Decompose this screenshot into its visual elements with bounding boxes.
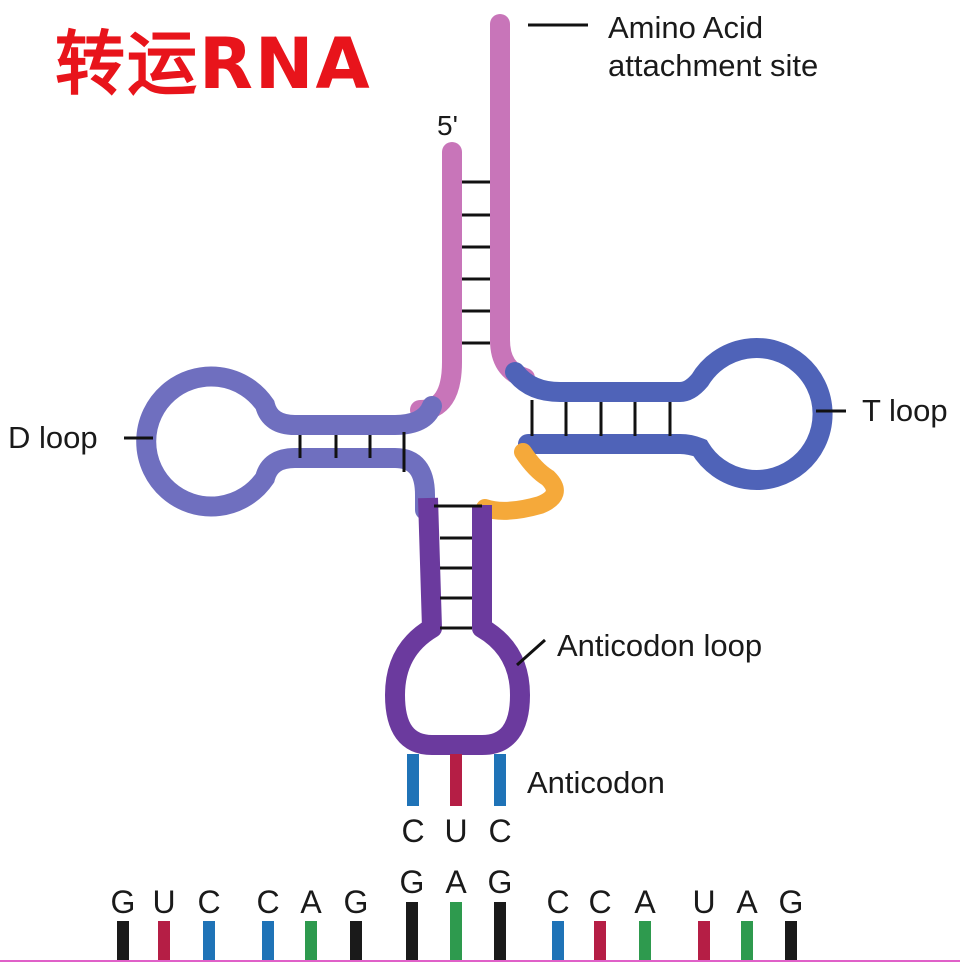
d-arm-strand: [136, 366, 442, 520]
anticodon-base-letter: U: [444, 813, 467, 849]
mrna-base-bar: [552, 921, 564, 962]
codon-base-bar: [494, 902, 506, 962]
mrna-base-bar: [639, 921, 651, 962]
d-arm-base-pairs: [298, 432, 406, 472]
mrna-base-letter: C: [588, 884, 611, 920]
anticodon-base-letter: C: [488, 813, 511, 849]
mrna-base-letter: C: [256, 884, 279, 920]
anticodon-left-strand: [385, 497, 442, 755]
anticodon-arm-base-pairs: [434, 504, 482, 630]
mrna-base-letter: G: [344, 884, 369, 920]
mrna-base-letter: A: [634, 884, 656, 920]
anticodon-loop-leader: [516, 638, 546, 667]
five-prime-label: 5': [437, 110, 458, 141]
leader-lines: [124, 23, 846, 667]
mrna-base-letter: C: [546, 884, 569, 920]
acceptor-3prime-strand: [490, 14, 535, 388]
codon-base-letter: A: [445, 864, 467, 900]
mrna-base-bar: [305, 921, 317, 962]
codon-base-letter: G: [400, 864, 425, 900]
mrna-base-bar: [741, 921, 753, 962]
d-loop-label: D loop: [8, 420, 98, 455]
anticodon-label: Anticodon: [527, 765, 665, 800]
mrna-base-letter: C: [197, 884, 220, 920]
anticodon-base-bar: [450, 754, 462, 806]
codon-base-bar: [450, 902, 462, 962]
amino-acid-label-line1: Amino Acid: [608, 10, 764, 45]
acceptor-base-pairs: [462, 180, 490, 345]
codon-base-letter: G: [488, 864, 513, 900]
anticodon-right-strand: [432, 505, 530, 755]
anticodon-arm: [385, 497, 530, 755]
t-loop-label: T loop: [862, 393, 948, 428]
mrna-base-letter: U: [152, 884, 175, 920]
mrna-base-letter: G: [779, 884, 804, 920]
mrna-base-letter: U: [692, 884, 715, 920]
mrna-base-letter: A: [736, 884, 758, 920]
amino-acid-label-line2: attachment site: [608, 48, 819, 83]
anticodon-base-bar: [407, 754, 419, 806]
d-arm: [136, 366, 442, 520]
mrna-base-bar: [350, 921, 362, 962]
t-arm: [505, 338, 833, 490]
codon-base-bar: [406, 902, 418, 962]
mrna-base-bar: [698, 921, 710, 962]
acceptor-stem: [410, 14, 535, 420]
anticodon-base-bar: [494, 754, 506, 806]
mrna-base-bar: [785, 921, 797, 962]
mrna-base-letter: A: [300, 884, 322, 920]
mrna-base-bar: [117, 921, 129, 962]
page-title: 转运RNA: [55, 23, 372, 105]
mrna-base-bar: [158, 921, 170, 962]
mrna-base-bar: [203, 921, 215, 962]
acceptor-5prime-strand: [410, 142, 462, 420]
anticodon-base-letter: C: [401, 813, 424, 849]
mrna-base-bar: [262, 921, 274, 962]
t-arm-strand: [505, 338, 833, 490]
mrna-base-bar: [594, 921, 606, 962]
variable-loop: [476, 443, 564, 520]
anticodon-loop-label: Anticodon loop: [557, 628, 763, 663]
mrna-base-letter: G: [111, 884, 136, 920]
t-arm-base-pairs: [530, 400, 672, 436]
